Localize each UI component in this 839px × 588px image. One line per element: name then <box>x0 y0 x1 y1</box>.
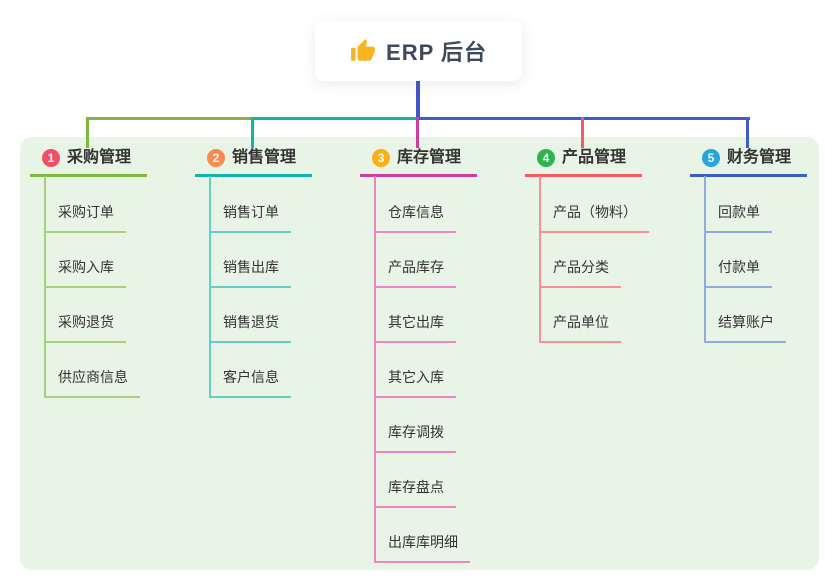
branch-node-purchase[interactable]: 1 采购管理 <box>30 147 148 177</box>
child-node-product-category[interactable]: 产品分类 <box>539 257 621 288</box>
child-node-purchase-return[interactable]: 采购退货 <box>44 312 126 343</box>
root-connector-line <box>416 80 420 118</box>
branch-node-product[interactable]: 4 产品管理 <box>525 147 643 177</box>
branch-number-badge: 5 <box>702 149 720 167</box>
root-node-label: ERP 后台 <box>386 40 487 65</box>
branch-number-badge: 4 <box>537 149 555 167</box>
child-node-outbound-detail[interactable]: 出库库明细 <box>374 532 470 563</box>
branch-label: 销售管理 <box>232 149 297 166</box>
branch-number-badge: 3 <box>372 149 390 167</box>
branches-panel <box>20 137 819 570</box>
child-node-sales-return[interactable]: 销售退货 <box>209 312 291 343</box>
child-node-supplier-info[interactable]: 供应商信息 <box>44 367 140 398</box>
child-node-warehouse-info[interactable]: 仓库信息 <box>374 202 456 233</box>
thumbs-up-glyph <box>351 39 375 61</box>
child-node-stock-taking[interactable]: 库存盘点 <box>374 477 456 508</box>
root-node-erp-backend[interactable]: ERP 后台 <box>315 21 522 81</box>
child-node-other-outbound[interactable]: 其它出库 <box>374 312 456 343</box>
child-node-payment-bill[interactable]: 付款单 <box>704 257 772 288</box>
child-node-stock-transfer[interactable]: 库存调拨 <box>374 422 456 453</box>
branch-label: 财务管理 <box>727 149 792 166</box>
branch-children-line <box>374 176 376 563</box>
branch-drop-line-2 <box>251 117 254 148</box>
child-node-product-stock[interactable]: 产品库存 <box>374 257 456 288</box>
branch-children-line <box>704 176 706 343</box>
connector-segment-purchase <box>86 117 255 120</box>
branch-children-line <box>539 176 541 343</box>
child-node-receipt-bill[interactable]: 回款单 <box>704 202 772 233</box>
child-node-settlement-account[interactable]: 结算账户 <box>704 312 786 343</box>
branch-label: 产品管理 <box>562 149 627 166</box>
branch-drop-line-4 <box>581 117 584 148</box>
branch-drop-line-5 <box>746 117 749 148</box>
branch-node-inventory[interactable]: 3 库存管理 <box>360 147 478 177</box>
branch-drop-line-3 <box>416 117 419 148</box>
branch-node-finance[interactable]: 5 财务管理 <box>690 147 808 177</box>
branch-label: 库存管理 <box>397 149 462 166</box>
child-node-purchase-order[interactable]: 采购订单 <box>44 202 126 233</box>
branch-number-badge: 2 <box>207 149 225 167</box>
thumbs-up-icon <box>350 38 376 64</box>
connector-segment-sales <box>251 117 420 120</box>
branch-number-badge: 1 <box>42 149 60 167</box>
child-node-sales-outbound[interactable]: 销售出库 <box>209 257 291 288</box>
child-node-product-material[interactable]: 产品（物料） <box>539 202 649 233</box>
branch-drop-line-1 <box>86 117 89 148</box>
child-node-purchase-inbound[interactable]: 采购入库 <box>44 257 126 288</box>
child-node-other-inbound[interactable]: 其它入库 <box>374 367 456 398</box>
child-node-sales-order[interactable]: 销售订单 <box>209 202 291 233</box>
child-node-customer-info[interactable]: 客户信息 <box>209 367 291 398</box>
branch-label: 采购管理 <box>67 149 132 166</box>
branch-node-sales[interactable]: 2 销售管理 <box>195 147 313 177</box>
child-node-product-unit[interactable]: 产品单位 <box>539 312 621 343</box>
